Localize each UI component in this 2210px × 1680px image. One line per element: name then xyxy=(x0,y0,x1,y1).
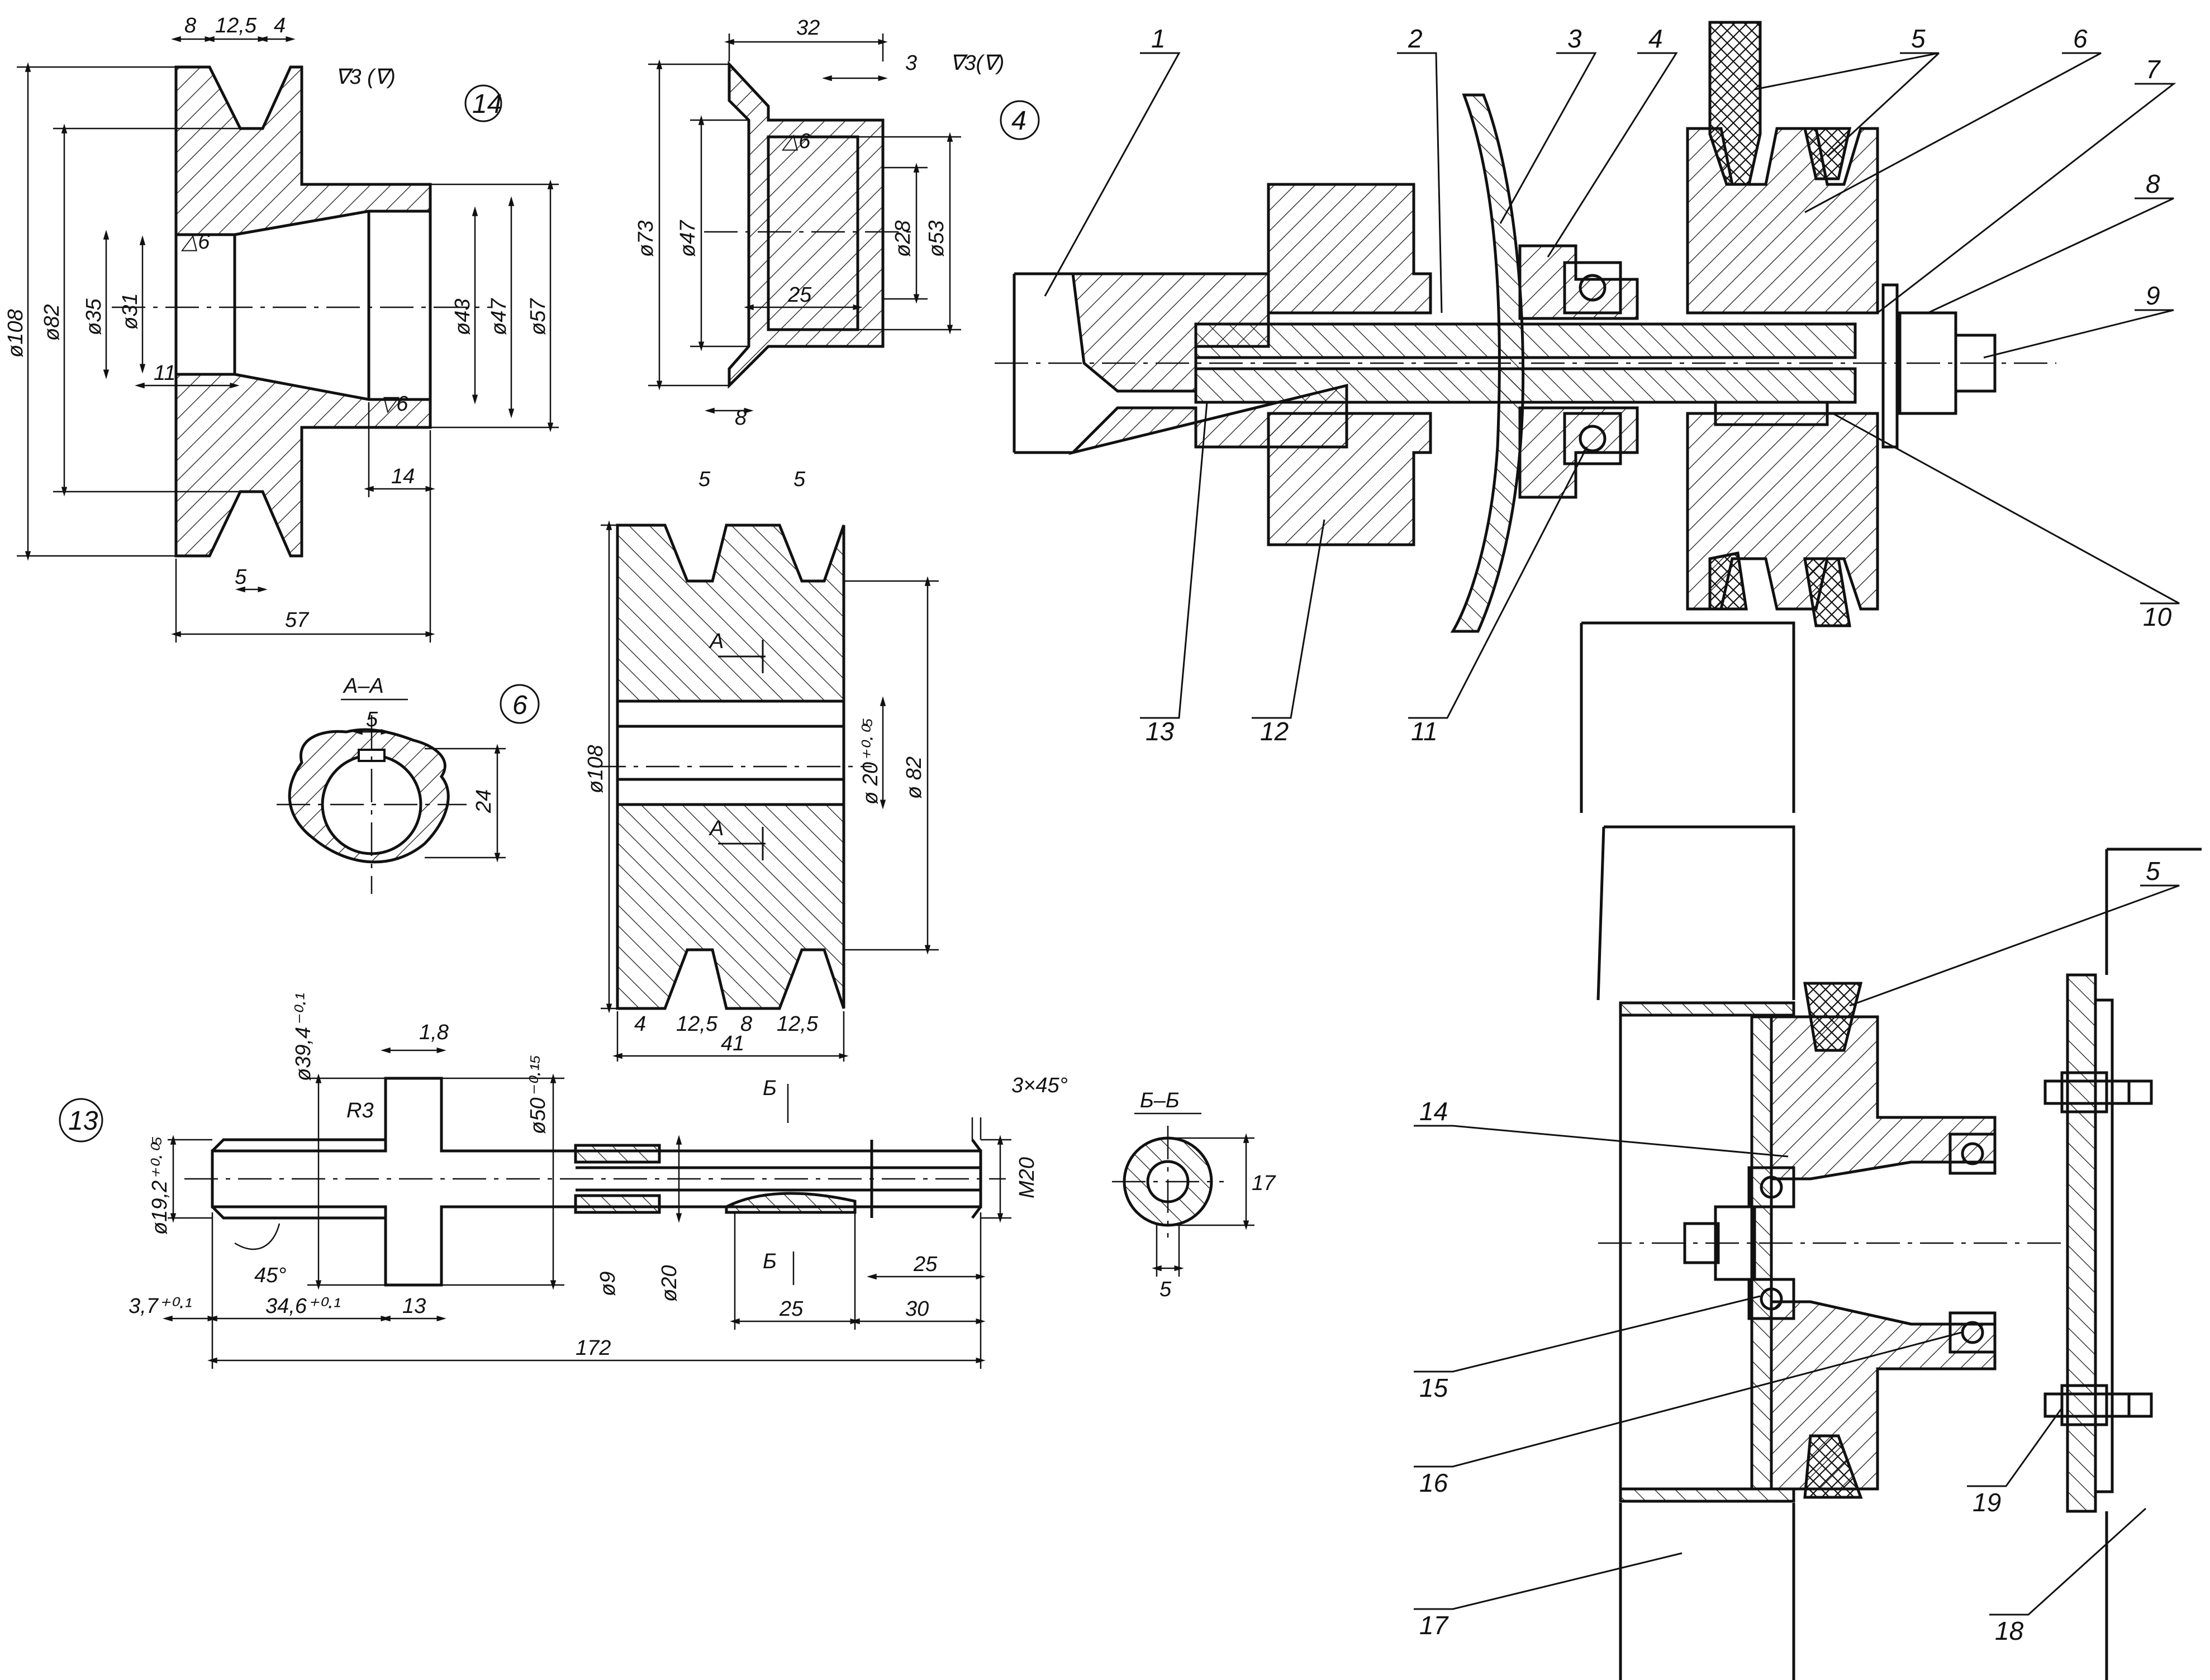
dim-13-d50: ø50⁻⁰·¹⁵ xyxy=(526,1055,550,1134)
callout-11: 11 xyxy=(1411,717,1438,746)
callout-4: 4 xyxy=(1648,24,1663,53)
detail-pulley-6 xyxy=(500,520,939,1062)
dim-13-w30: 30 xyxy=(905,1297,929,1321)
section-mark-b-lower: Б xyxy=(763,1250,777,1273)
callout-3: 3 xyxy=(1567,24,1582,53)
dim-6-w4: 4 xyxy=(634,1012,646,1036)
dim-13-w13: 13 xyxy=(402,1294,426,1318)
detail-label-14: 14 xyxy=(472,89,502,119)
dim-14-w11: 11 xyxy=(154,361,175,385)
dim-14-w12-5: 12,5 xyxy=(215,14,257,37)
dim-6-w41: 41 xyxy=(721,1032,744,1055)
callout-10: 10 xyxy=(2143,602,2172,631)
section-bb xyxy=(1112,1112,1254,1277)
dim-4-d73: ø73 xyxy=(634,221,658,257)
dim-14-d47: ø47 xyxy=(487,298,511,335)
dim-13-d19-2: ø19,2⁺⁰·⁰⁵ xyxy=(148,1136,172,1235)
dim-13-m20: M20 xyxy=(1015,1157,1039,1198)
callout-1: 1 xyxy=(1151,24,1166,53)
dim-14-d35: ø35 xyxy=(82,298,106,335)
dim-4-w32: 32 xyxy=(796,16,820,40)
dim-4-w8: 8 xyxy=(735,406,747,430)
dim-6-d20: ø 20⁺⁰·⁰⁵ xyxy=(859,718,882,805)
callout-15: 15 xyxy=(1419,1373,1448,1402)
callout-9: 9 xyxy=(2146,281,2160,310)
dim-6-w8: 8 xyxy=(740,1012,752,1036)
dim-14-w4: 4 xyxy=(274,14,286,37)
section-bb-title: Б–Б xyxy=(1140,1089,1180,1112)
dim-14-r6b: ▽6 xyxy=(380,392,408,416)
detail-label-13: 13 xyxy=(68,1106,98,1136)
dim-13-ch45: 45° xyxy=(254,1264,286,1287)
dim-13-w3-7: 3,7⁺⁰·¹ xyxy=(129,1294,192,1318)
dim-13-ch3x45: 3×45° xyxy=(1011,1074,1068,1097)
callout-2: 2 xyxy=(1408,24,1423,53)
dim-bb-5: 5 xyxy=(1159,1278,1172,1301)
dim-13-w25-right: 25 xyxy=(913,1253,938,1276)
section-mark-a-lower: А xyxy=(709,817,724,840)
callout-13: 13 xyxy=(1146,717,1175,746)
dim-bb-17: 17 xyxy=(1252,1172,1276,1195)
assembly-top xyxy=(995,21,2056,633)
callout-leaders xyxy=(1044,52,2180,1616)
callout-8: 8 xyxy=(2146,169,2160,198)
dim-14-w57: 57 xyxy=(285,608,310,632)
callout-16: 16 xyxy=(1419,1468,1448,1497)
callout-7: 7 xyxy=(2146,55,2161,84)
dim-6-w12-5a: 12,5 xyxy=(676,1012,718,1036)
dim-4-w3: 3 xyxy=(905,51,917,75)
dim-6-w5a: 5 xyxy=(698,468,711,491)
section-mark-b-upper: Б xyxy=(763,1077,777,1100)
callout-5-bottom: 5 xyxy=(2146,856,2160,886)
dim-14-r6a: △6 xyxy=(180,230,210,254)
dim-13-d20: ø20 xyxy=(658,1265,681,1302)
dim-13-w34-6: 34,6⁺⁰·¹ xyxy=(265,1294,341,1318)
dim-13-d9: ø9 xyxy=(596,1272,620,1296)
dim-13-w172: 172 xyxy=(576,1336,611,1360)
dim-4-finish: ∇3(∇) xyxy=(950,51,1004,75)
dim-13-d39-4: ø39,4⁻⁰·¹ xyxy=(292,993,315,1081)
dim-13-w25-left: 25 xyxy=(779,1297,804,1321)
detail-shaft-13 xyxy=(59,1047,1011,1369)
callout-18: 18 xyxy=(1995,1616,2024,1645)
dim-13-w1-8: 1,8 xyxy=(419,1021,449,1044)
dim-14-w5: 5 xyxy=(235,565,247,589)
dim-14-d43: ø43 xyxy=(451,299,474,335)
dim-14-finish: ∇3 (∇) xyxy=(335,65,396,89)
dim-aa-key24: 24 xyxy=(472,789,496,813)
dim-4-d53: ø53 xyxy=(925,221,948,257)
dim-14-w14: 14 xyxy=(391,465,415,488)
dim-14-d31: ø31 xyxy=(118,293,142,330)
dim-4-w25: 25 xyxy=(787,283,812,307)
callout-19: 19 xyxy=(1973,1488,2001,1517)
callout-14: 14 xyxy=(1419,1097,1448,1126)
dim-14-d82: ø82 xyxy=(40,304,64,341)
dim-13-r3: R3 xyxy=(346,1099,374,1122)
dim-6-w12-5b: 12,5 xyxy=(777,1012,819,1036)
dim-14-d108: ø108 xyxy=(4,309,27,358)
dim-4-d47: ø47 xyxy=(676,220,700,257)
detail-pulley-14 xyxy=(17,36,559,643)
dim-6-w5b: 5 xyxy=(793,468,806,491)
dim-6-d82: ø 82 xyxy=(902,756,926,799)
detail-label-6: 6 xyxy=(512,691,527,720)
dim-4-d28: ø28 xyxy=(891,221,915,257)
section-aa-title: А–А xyxy=(343,674,384,698)
callout-5-top: 5 xyxy=(1911,24,1926,53)
assembly-bottom xyxy=(1580,621,2202,1680)
dim-4-r6: △6 xyxy=(781,130,811,153)
section-aa xyxy=(277,698,506,894)
section-mark-a-upper: А xyxy=(709,630,724,653)
dim-14-d57: ø57 xyxy=(526,298,550,335)
detail-label-4: 4 xyxy=(1011,106,1026,136)
dim-aa-key5: 5 xyxy=(366,708,378,731)
callout-17: 17 xyxy=(1419,1611,1449,1640)
dim-6-d108: ø108 xyxy=(584,745,607,793)
callout-6: 6 xyxy=(2073,24,2088,53)
callout-12: 12 xyxy=(1260,717,1289,746)
detail-bushing-4 xyxy=(648,34,1040,414)
dim-14-w8: 8 xyxy=(184,14,196,37)
